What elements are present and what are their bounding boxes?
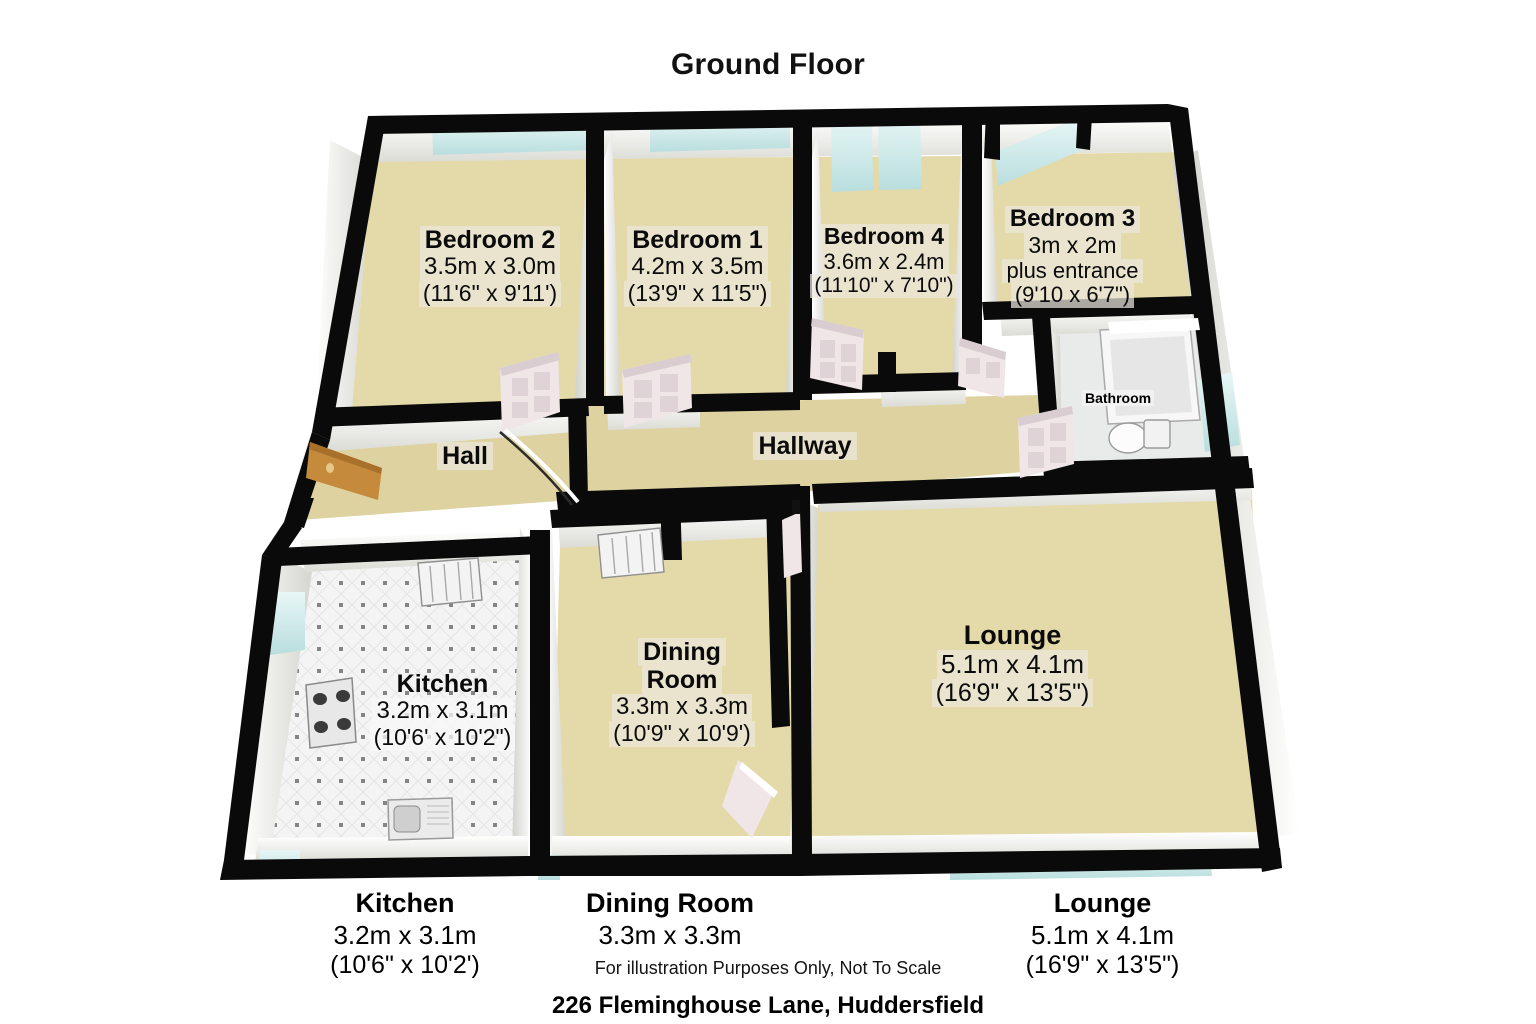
legend-name-kitchen: Kitchen <box>355 888 455 918</box>
wall-top-lounge-west <box>790 486 812 856</box>
disclaimer-text: For illustration Purposes Only, Not To S… <box>594 958 942 978</box>
wall-top-west-kitchen-step <box>262 522 302 560</box>
toilet-icon <box>1108 419 1171 454</box>
legend-metric-lounge: 5.1m x 4.1m <box>1030 919 1175 950</box>
front-door <box>306 442 382 500</box>
wall-top-divider-b4-b3 <box>962 112 982 382</box>
legend-imperial-kitchen: (10'6" x 10'2') <box>330 950 480 979</box>
lounge-floor <box>808 490 1262 855</box>
wall-top-kitchen-north <box>276 536 542 566</box>
door-post-lounge <box>792 500 800 514</box>
legend-imperial-lounge: (16'9" x 13'5") <box>1025 950 1180 979</box>
radiator-kitchen-icon <box>417 557 483 607</box>
wall-top-exterior-west <box>312 116 386 440</box>
page-title: Ground Floor <box>670 48 866 81</box>
wall-top-hallway-stub <box>660 492 682 560</box>
door-swing-bedroom2 <box>499 431 573 506</box>
door-bedroom2 <box>500 352 560 432</box>
door-bedroom4 <box>810 318 864 390</box>
wall-face-divider-b3-left <box>982 120 998 320</box>
legend-metric-kitchen: 3.2m x 3.1m <box>333 919 477 950</box>
door-dining-room <box>722 760 778 838</box>
cooker-hob-icon <box>305 677 357 749</box>
window-bedroom3 <box>995 118 1082 186</box>
address-text: 226 Fleminghouse Lane, Huddersfield <box>551 992 985 1019</box>
wall-face-divider-b1-left <box>604 130 620 402</box>
door-bathroom <box>1018 406 1074 478</box>
legend-name-lounge: Lounge <box>1053 888 1152 918</box>
legend-name-dining: Dining Room <box>586 888 754 918</box>
wall-top-exterior-north <box>368 104 1172 134</box>
sink-icon <box>387 797 454 841</box>
wall-face-kitchen-right <box>512 528 532 856</box>
wall-top-lounge-north <box>812 468 1254 504</box>
wall-top-b3-step <box>1076 110 1092 150</box>
radiator-dining-icon <box>597 527 665 579</box>
wall-top-divider-b1-b4 <box>793 116 812 400</box>
wall-face-dining-left <box>545 528 566 856</box>
door-hallway-dining <box>782 512 802 578</box>
wall-top-south-dining <box>528 854 800 876</box>
room-label-bathroom: Bathroom <box>1082 390 1155 406</box>
legend-kitchen: Kitchen 3.2m x 3.1m (10'6" x 10'2') <box>285 888 525 980</box>
wall-top-hall-east <box>568 404 588 500</box>
door-swing-bedroom2-fill <box>503 428 580 504</box>
legend-dining-room: Dining Room 3.3m x 3.3m <box>545 888 795 951</box>
window-kitchen <box>268 592 305 655</box>
wall-top-b4-stub <box>878 352 896 392</box>
window-bedroom4-left <box>831 115 873 192</box>
wall-top-south-lounge <box>800 848 1282 876</box>
wall-top-b3-notch <box>984 112 1000 160</box>
legend-metric-dining: 3.3m x 3.3m <box>598 919 742 950</box>
bathtub-icon <box>1099 318 1201 425</box>
wall-top-kitchen-west <box>224 555 282 860</box>
window-bedroom4-right <box>878 114 922 190</box>
wall-top-hall-west-step <box>286 498 314 528</box>
wall-top-south-kitchen <box>220 856 528 880</box>
wall-top-kitchen-east <box>530 530 550 858</box>
legend-lounge: Lounge 5.1m x 4.1m (16'9" x 13'5") <box>990 888 1215 980</box>
wall-face-bottom-kitchen <box>255 836 528 862</box>
door-bedroom3 <box>958 338 1006 398</box>
bedroom1-floor <box>602 157 800 403</box>
wall-top-divider-b2-b1 <box>586 118 604 406</box>
door-bedroom1 <box>622 354 692 428</box>
